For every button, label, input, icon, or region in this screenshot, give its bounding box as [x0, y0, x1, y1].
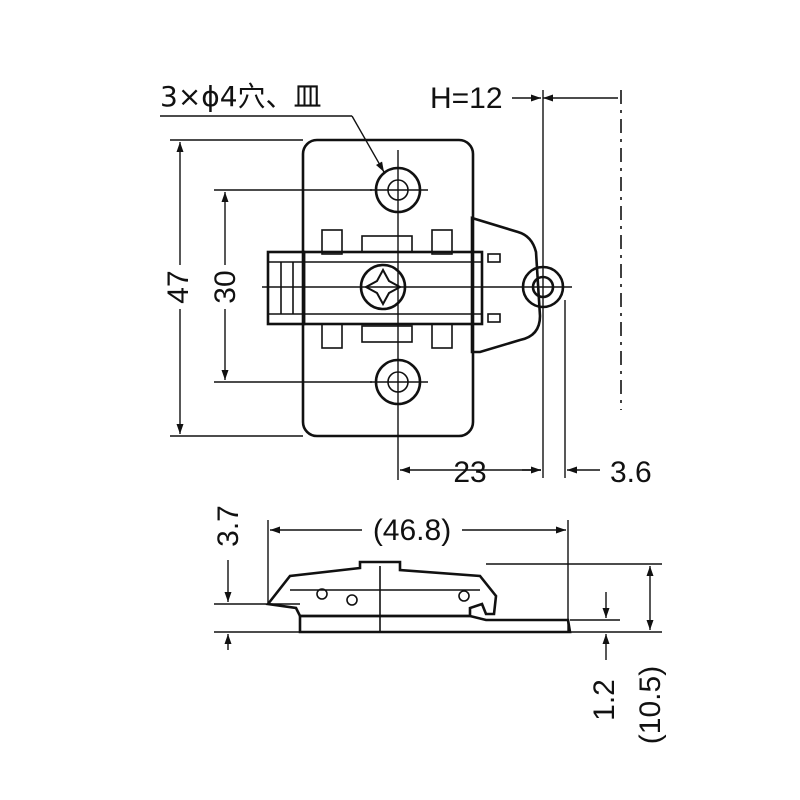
side-view: (46.8) 3.7 1.2 (10.5) [212, 505, 667, 744]
dimension-47: 47 [162, 270, 195, 303]
left-clip [266, 250, 306, 326]
dimension-23: 23 [453, 456, 486, 489]
base-strip [298, 614, 572, 634]
slots [321, 229, 501, 349]
dimension-10-5: (10.5) [634, 666, 667, 744]
dimension-1-2: 1.2 [588, 679, 621, 721]
h-label: H=12 [430, 82, 503, 115]
dimension-46-8: (46.8) [373, 514, 451, 547]
dimension-3-6: 3.6 [610, 456, 652, 489]
side-body [265, 560, 498, 618]
dimension-30: 30 [209, 270, 242, 303]
hole-note: 3×ϕ4穴、皿 [160, 80, 322, 113]
right-lug [470, 216, 542, 354]
top-view: 47 30 3×ϕ4穴、皿 H=12 23 3.6 [160, 80, 652, 489]
dimension-3-7: 3.7 [212, 505, 245, 547]
